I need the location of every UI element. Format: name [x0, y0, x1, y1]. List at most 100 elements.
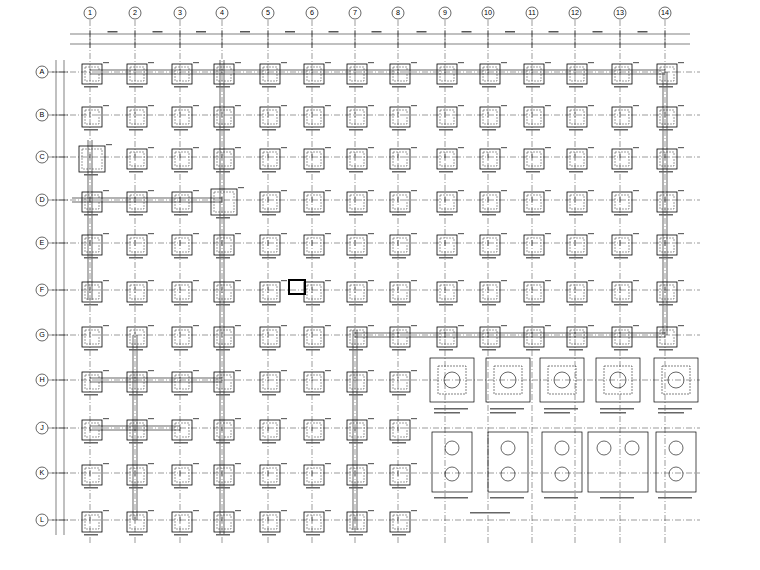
- pile-cap-inner: [483, 110, 497, 124]
- axis-line: [48, 243, 700, 244]
- axis-label: K: [36, 468, 48, 478]
- pile-cap: [260, 149, 280, 169]
- axis-line: [48, 72, 700, 73]
- cap-name-mark: [501, 62, 507, 63]
- pile-cap: [437, 64, 457, 84]
- pile-cap: [82, 327, 102, 347]
- pile-cap-inner: [307, 285, 321, 299]
- pile-symbol: [501, 467, 515, 481]
- pile-cap: [260, 420, 280, 440]
- column-mark: [665, 240, 666, 246]
- cap-size-mark: [174, 442, 188, 444]
- pile-cap: [304, 107, 324, 127]
- axis-bubble: [36, 374, 48, 386]
- pile-cap: [567, 327, 587, 347]
- cap-name-mark: [281, 325, 287, 326]
- cap-size-mark: [482, 129, 496, 131]
- cap-size-mark: [129, 442, 143, 444]
- cap-size-mark: [659, 171, 673, 173]
- pile-symbol: [444, 372, 460, 388]
- dimension-tick: [222, 30, 223, 48]
- axis-bubble: [216, 7, 228, 19]
- cap-size-mark: [129, 214, 143, 216]
- column-mark: [312, 197, 313, 203]
- cap-name-mark: [148, 418, 154, 419]
- column-mark: [268, 377, 269, 383]
- cap-size-mark: [349, 214, 363, 216]
- column-mark: [222, 154, 223, 160]
- column-mark: [268, 287, 269, 293]
- detail-note-mark: [600, 497, 634, 499]
- detail-note-mark: [544, 408, 578, 410]
- dimension-text-mark: [505, 31, 515, 33]
- cap-name-mark: [368, 325, 374, 326]
- dimension-text-mark: [240, 31, 250, 33]
- axis-bubble: [36, 66, 48, 78]
- cap-name-mark: [281, 190, 287, 191]
- pile-cap-inner: [660, 195, 674, 209]
- cap-name-mark: [148, 233, 154, 234]
- axis-bubble: [129, 7, 141, 19]
- pile-cap: [480, 149, 500, 169]
- tie-beam: [357, 330, 358, 530]
- pile-cap: [260, 192, 280, 212]
- detail-inner: [548, 366, 576, 394]
- cap-size-mark: [129, 257, 143, 259]
- axis-label: 8: [392, 8, 404, 18]
- axis-line: [665, 20, 666, 545]
- column-mark: [180, 517, 181, 523]
- detail-cap: [488, 432, 528, 492]
- pile-cap-inner: [85, 330, 99, 344]
- pile-cap: [172, 64, 192, 84]
- dimension-text-mark: [108, 31, 118, 33]
- cap-size-mark: [174, 487, 188, 489]
- cap-name-mark: [368, 418, 374, 419]
- column-mark: [620, 240, 621, 246]
- column-mark: [532, 112, 533, 118]
- pile-cap: [127, 327, 147, 347]
- pile-cap: [214, 107, 234, 127]
- column-mark: [312, 240, 313, 246]
- pile-cap: [211, 189, 237, 215]
- cap-size-mark: [349, 394, 363, 396]
- axis-label: 13: [614, 8, 626, 18]
- column-mark: [90, 197, 91, 203]
- pile-cap: [260, 107, 280, 127]
- pile-cap: [437, 149, 457, 169]
- cap-size-mark: [216, 349, 230, 351]
- cap-name-mark: [193, 280, 199, 281]
- dimension-line: [70, 44, 690, 45]
- dimension-text-mark: [593, 31, 603, 33]
- dimension-text-mark: [372, 31, 382, 33]
- column-mark: [268, 69, 269, 75]
- cap-size-mark: [349, 171, 363, 173]
- column-mark: [445, 112, 446, 118]
- axis-bubble: [569, 7, 581, 19]
- pile-cap-inner: [217, 423, 231, 437]
- cap-name-mark: [103, 190, 109, 191]
- pile-cap-inner: [350, 285, 364, 299]
- pile-cap-inner: [393, 110, 407, 124]
- pile-cap-inner: [393, 375, 407, 389]
- cap-size-mark: [216, 534, 230, 536]
- cap-size-mark: [614, 257, 628, 259]
- pile-cap: [127, 372, 147, 392]
- pile-cap-inner: [350, 423, 364, 437]
- pile-cap-inner: [130, 195, 144, 209]
- tie-beam: [137, 335, 138, 520]
- pile-cap-inner: [483, 330, 497, 344]
- cap-size-mark: [84, 394, 98, 396]
- pile-cap: [347, 149, 367, 169]
- pile-cap: [437, 282, 457, 302]
- cap-name-mark: [148, 510, 154, 511]
- column-mark: [180, 425, 181, 431]
- cap-size-mark: [349, 487, 363, 489]
- column-mark: [532, 197, 533, 203]
- axis-label: 4: [216, 8, 228, 18]
- detail-note-mark: [658, 497, 692, 499]
- column-mark: [135, 377, 136, 383]
- pile-cap: [260, 327, 280, 347]
- detail-note-mark: [490, 497, 524, 499]
- cap-size-mark: [262, 257, 276, 259]
- pile-cap: [260, 512, 280, 532]
